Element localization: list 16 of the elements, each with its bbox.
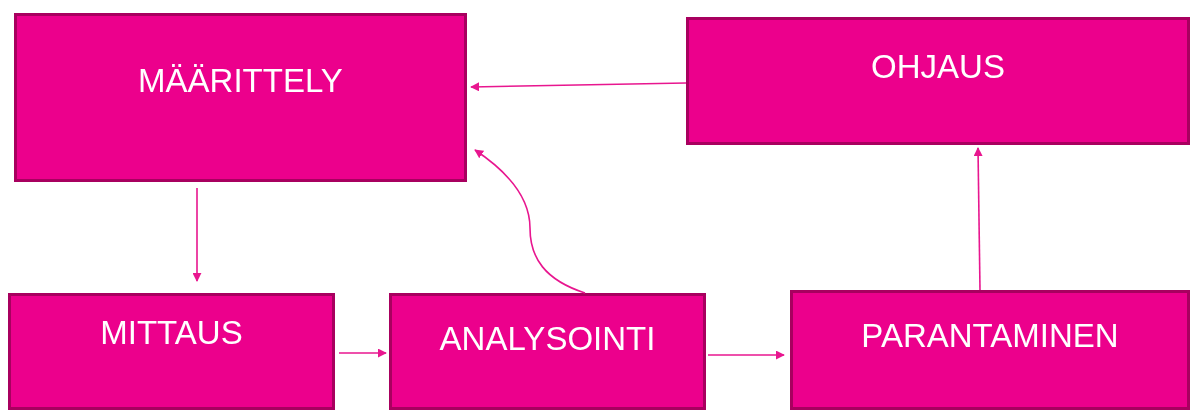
process-box	[8, 293, 335, 410]
arrow	[470, 82, 687, 92]
process-box	[14, 13, 467, 182]
arrow	[192, 187, 202, 282]
box-label: MITTAUS	[100, 313, 243, 353]
process-box	[790, 290, 1190, 410]
box-label: ANALYSOINTI	[439, 319, 656, 359]
arrow	[707, 350, 785, 360]
box-label: OHJAUS	[871, 47, 1005, 87]
process-box	[389, 293, 706, 410]
box-label: PARANTAMINEN	[861, 316, 1119, 356]
arrow	[338, 348, 387, 358]
process-box	[686, 17, 1190, 145]
arrow	[474, 149, 586, 294]
box-label: MÄÄRITTELY	[138, 61, 343, 101]
arrow	[973, 147, 983, 291]
